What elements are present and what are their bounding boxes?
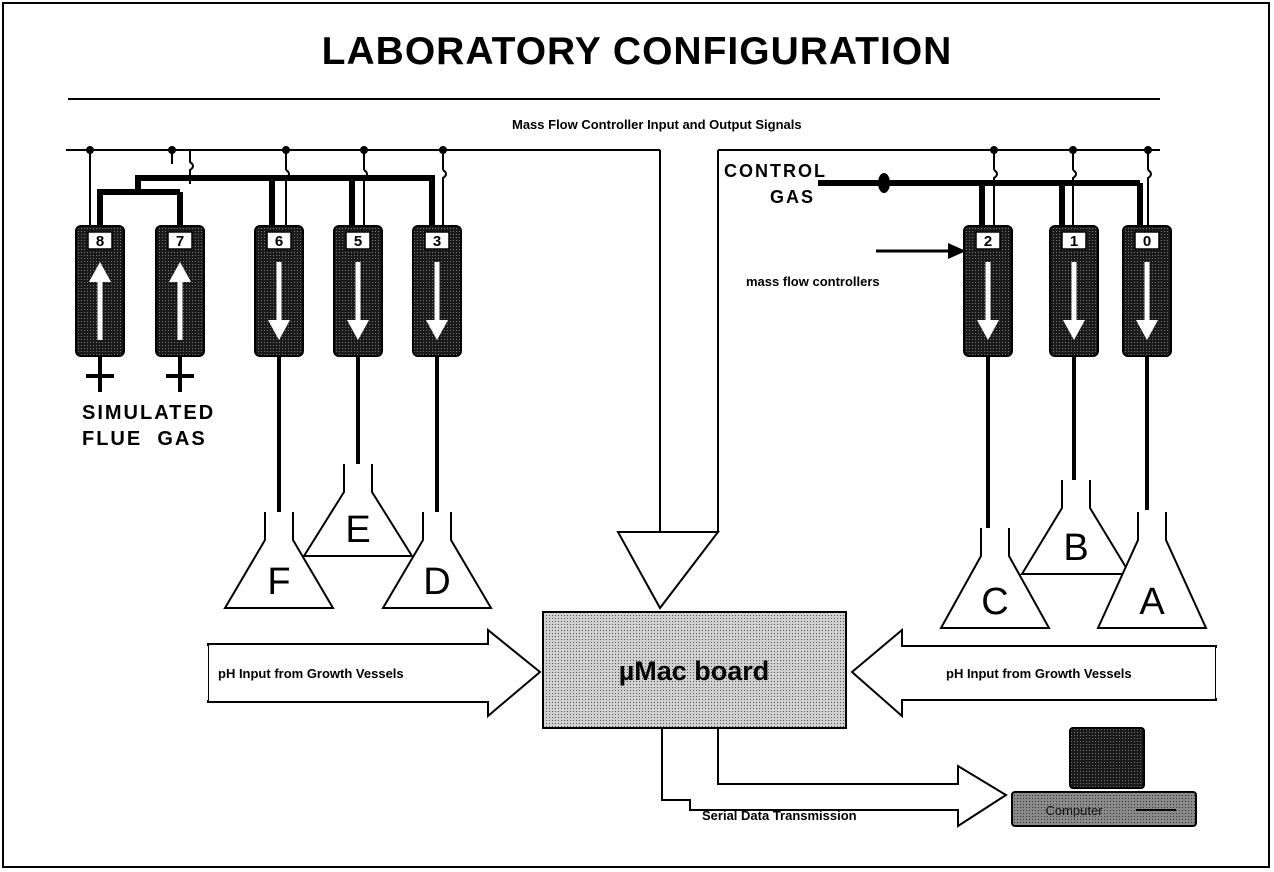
mfc-number-1: 1: [1070, 233, 1078, 250]
flue-gas-manifold: [97, 175, 435, 228]
mass-flow-controller-0: 0: [1122, 225, 1172, 357]
ph-arrow-left: [207, 627, 542, 719]
vessel-letter-C: C: [981, 581, 1008, 623]
signals-label: Mass Flow Controller Input and Output Si…: [512, 117, 802, 132]
title-rule: [68, 98, 1160, 100]
ph-input-right-label: pH Input from Growth Vessels: [946, 666, 1132, 681]
mfc-number-0: 0: [1143, 233, 1151, 250]
serial-data-label: Serial Data Transmission: [702, 808, 857, 823]
mass-flow-controller-1: 1: [1049, 225, 1099, 357]
vessel-letter-D: D: [423, 561, 450, 603]
mfc-number-2: 2: [984, 233, 992, 250]
vessel-letter-F: F: [267, 561, 290, 603]
control-gas-manifold: [818, 180, 1143, 228]
mfc-number-8: 8: [96, 233, 104, 250]
ph-arrow-right: [850, 627, 1217, 719]
vessel-C: C: [939, 528, 1051, 629]
mfc-number-6: 6: [275, 233, 283, 250]
flue-gas-inlet-valves: [86, 356, 194, 392]
control-gas-valve: [878, 173, 890, 193]
mfc-pointer-arrow: [876, 243, 966, 259]
mass-flow-controller-2: 2: [963, 225, 1013, 357]
control-gas-line2: GAS: [770, 187, 816, 207]
growth-vessels: F E D C B A: [223, 464, 1208, 629]
vessel-letter-A: A: [1139, 581, 1165, 623]
mass-flow-controller-7: 7: [155, 225, 205, 357]
vessel-letter-B: B: [1063, 527, 1088, 569]
left-signal-bus: [66, 146, 661, 532]
vessel-F: F: [223, 512, 335, 609]
mass-flow-controller-8: 8: [75, 225, 125, 357]
mass-flow-controllers: 8 7 6 5 3 2 1 0: [75, 225, 1172, 357]
simulated-flue-gas-line2: FLUE GAS: [82, 428, 207, 450]
control-gas-line1: CONTROL: [724, 161, 827, 181]
mfc-number-3: 3: [433, 233, 441, 250]
simulated-flue-gas-line1: SIMULATED: [82, 402, 216, 424]
vessel-letter-E: E: [345, 509, 370, 551]
vessel-A: A: [1096, 512, 1208, 629]
vessel-B: B: [1020, 480, 1132, 575]
mass-flow-controller-6: 6: [254, 225, 304, 357]
computer-base: [1011, 791, 1197, 827]
computer-label: Computer: [1045, 803, 1103, 818]
computer-monitor: [1069, 727, 1145, 789]
vessel-D: D: [381, 512, 493, 609]
mass-flow-controllers-label: mass flow controllers: [746, 274, 880, 289]
mass-flow-controller-5: 5: [333, 225, 383, 357]
mfc-number-5: 5: [354, 233, 362, 250]
board-label: µMac board: [619, 656, 770, 686]
ph-input-left-label: pH Input from Growth Vessels: [218, 666, 404, 681]
signal-arrows: [207, 531, 1217, 828]
mfc-number-7: 7: [176, 233, 184, 250]
vessel-tubes: [277, 356, 1149, 530]
umac-board: [542, 611, 847, 729]
vessel-E: E: [302, 464, 414, 557]
right-signal-bus: [717, 146, 1160, 532]
mass-flow-controller-3: 3: [412, 225, 462, 357]
diagram-title: LABORATORY CONFIGURATION: [321, 30, 953, 73]
